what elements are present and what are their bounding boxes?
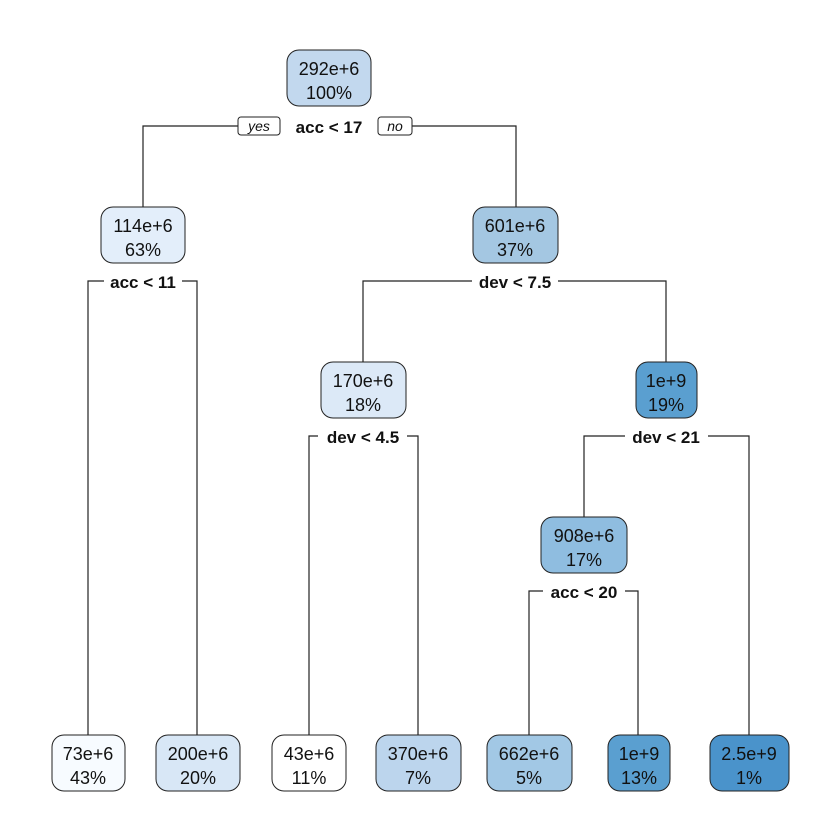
node-box bbox=[486, 734, 573, 792]
node-percent: 7% bbox=[405, 768, 431, 788]
edge-nl-left bbox=[87, 280, 104, 738]
node-box bbox=[540, 516, 628, 574]
tree-node-n-rl: 170e+6 18% bbox=[320, 361, 407, 419]
node-box bbox=[100, 206, 186, 264]
edge-nrr-left bbox=[583, 435, 625, 518]
node-value: 1e+9 bbox=[646, 371, 687, 391]
node-percent: 20% bbox=[180, 768, 216, 788]
node-box bbox=[320, 361, 407, 419]
edge-root-left bbox=[142, 125, 238, 210]
split-label-nrr: dev < 21 bbox=[632, 428, 700, 447]
node-box bbox=[635, 361, 698, 419]
split-label-nrl: dev < 4.5 bbox=[327, 428, 399, 447]
node-box bbox=[51, 734, 126, 792]
tree-node-n-r: 601e+6 37% bbox=[472, 206, 559, 264]
tree-edges bbox=[87, 125, 750, 738]
node-value: 662e+6 bbox=[499, 744, 560, 764]
node-box bbox=[271, 734, 347, 792]
node-percent: 43% bbox=[70, 768, 106, 788]
yes-label-box bbox=[237, 116, 281, 136]
split-label-nr: dev < 7.5 bbox=[479, 273, 551, 292]
node-percent: 63% bbox=[125, 240, 161, 260]
split-label-nl: acc < 11 bbox=[110, 273, 176, 292]
node-value: 170e+6 bbox=[333, 371, 394, 391]
tree-nodes: 292e+6 100% 114e+6 63% 601e+6 37% 170e+6… bbox=[51, 49, 790, 792]
node-value: 601e+6 bbox=[485, 216, 546, 236]
node-value: 292e+6 bbox=[299, 59, 360, 79]
node-box bbox=[607, 734, 671, 792]
node-value: 908e+6 bbox=[554, 526, 615, 546]
split-label-nrrl: acc < 20 bbox=[551, 583, 618, 602]
no-label: no bbox=[387, 118, 403, 134]
branch-labels: yes no bbox=[237, 116, 413, 136]
node-value: 1e+9 bbox=[619, 744, 660, 764]
edge-nrr-right bbox=[708, 435, 750, 738]
tree-node-root: 292e+6 100% bbox=[286, 49, 372, 107]
node-value: 370e+6 bbox=[388, 744, 449, 764]
node-box bbox=[472, 206, 559, 264]
edge-root-right bbox=[412, 125, 517, 210]
node-percent: 37% bbox=[497, 240, 533, 260]
tree-node-n-l: 114e+6 63% bbox=[100, 206, 186, 264]
tree-leaf-3: 43e+6 11% bbox=[271, 734, 347, 792]
node-box bbox=[375, 734, 462, 792]
node-value: 2.5e+9 bbox=[721, 744, 777, 764]
node-value: 73e+6 bbox=[63, 744, 114, 764]
node-box bbox=[709, 734, 790, 792]
tree-leaf-6: 1e+9 13% bbox=[607, 734, 671, 792]
edge-nr-left bbox=[362, 280, 472, 366]
no-label-box bbox=[377, 116, 413, 136]
node-percent: 1% bbox=[736, 768, 762, 788]
edge-nrrl-right bbox=[625, 590, 639, 738]
tree-leaf-2: 200e+6 20% bbox=[155, 734, 241, 792]
node-percent: 5% bbox=[516, 768, 542, 788]
split-labels: acc < 17 acc < 11 dev < 7.5 dev < 4.5 de… bbox=[110, 118, 700, 602]
tree-leaf-7: 2.5e+9 1% bbox=[709, 734, 790, 792]
edge-nrl-right bbox=[407, 435, 419, 738]
tree-node-n-rr: 1e+9 19% bbox=[635, 361, 698, 419]
node-percent: 19% bbox=[648, 395, 684, 415]
tree-node-n-rrl: 908e+6 17% bbox=[540, 516, 628, 574]
node-value: 114e+6 bbox=[113, 216, 172, 236]
tree-leaf-1: 73e+6 43% bbox=[51, 734, 126, 792]
split-label-root: acc < 17 bbox=[296, 118, 363, 137]
node-percent: 13% bbox=[621, 768, 657, 788]
edge-nrrl-left bbox=[528, 590, 543, 738]
node-percent: 11% bbox=[292, 768, 327, 788]
node-percent: 18% bbox=[345, 395, 381, 415]
tree-leaf-4: 370e+6 7% bbox=[375, 734, 462, 792]
edge-nr-right bbox=[558, 280, 667, 366]
node-box bbox=[155, 734, 241, 792]
tree-leaf-5: 662e+6 5% bbox=[486, 734, 573, 792]
node-value: 200e+6 bbox=[168, 744, 229, 764]
node-percent: 17% bbox=[566, 550, 602, 570]
node-percent: 100% bbox=[306, 83, 352, 103]
edge-nrl-left bbox=[308, 435, 318, 738]
edge-nl-right bbox=[182, 280, 198, 738]
node-value: 43e+6 bbox=[284, 744, 335, 764]
node-box bbox=[286, 49, 372, 107]
yes-label: yes bbox=[247, 118, 270, 134]
